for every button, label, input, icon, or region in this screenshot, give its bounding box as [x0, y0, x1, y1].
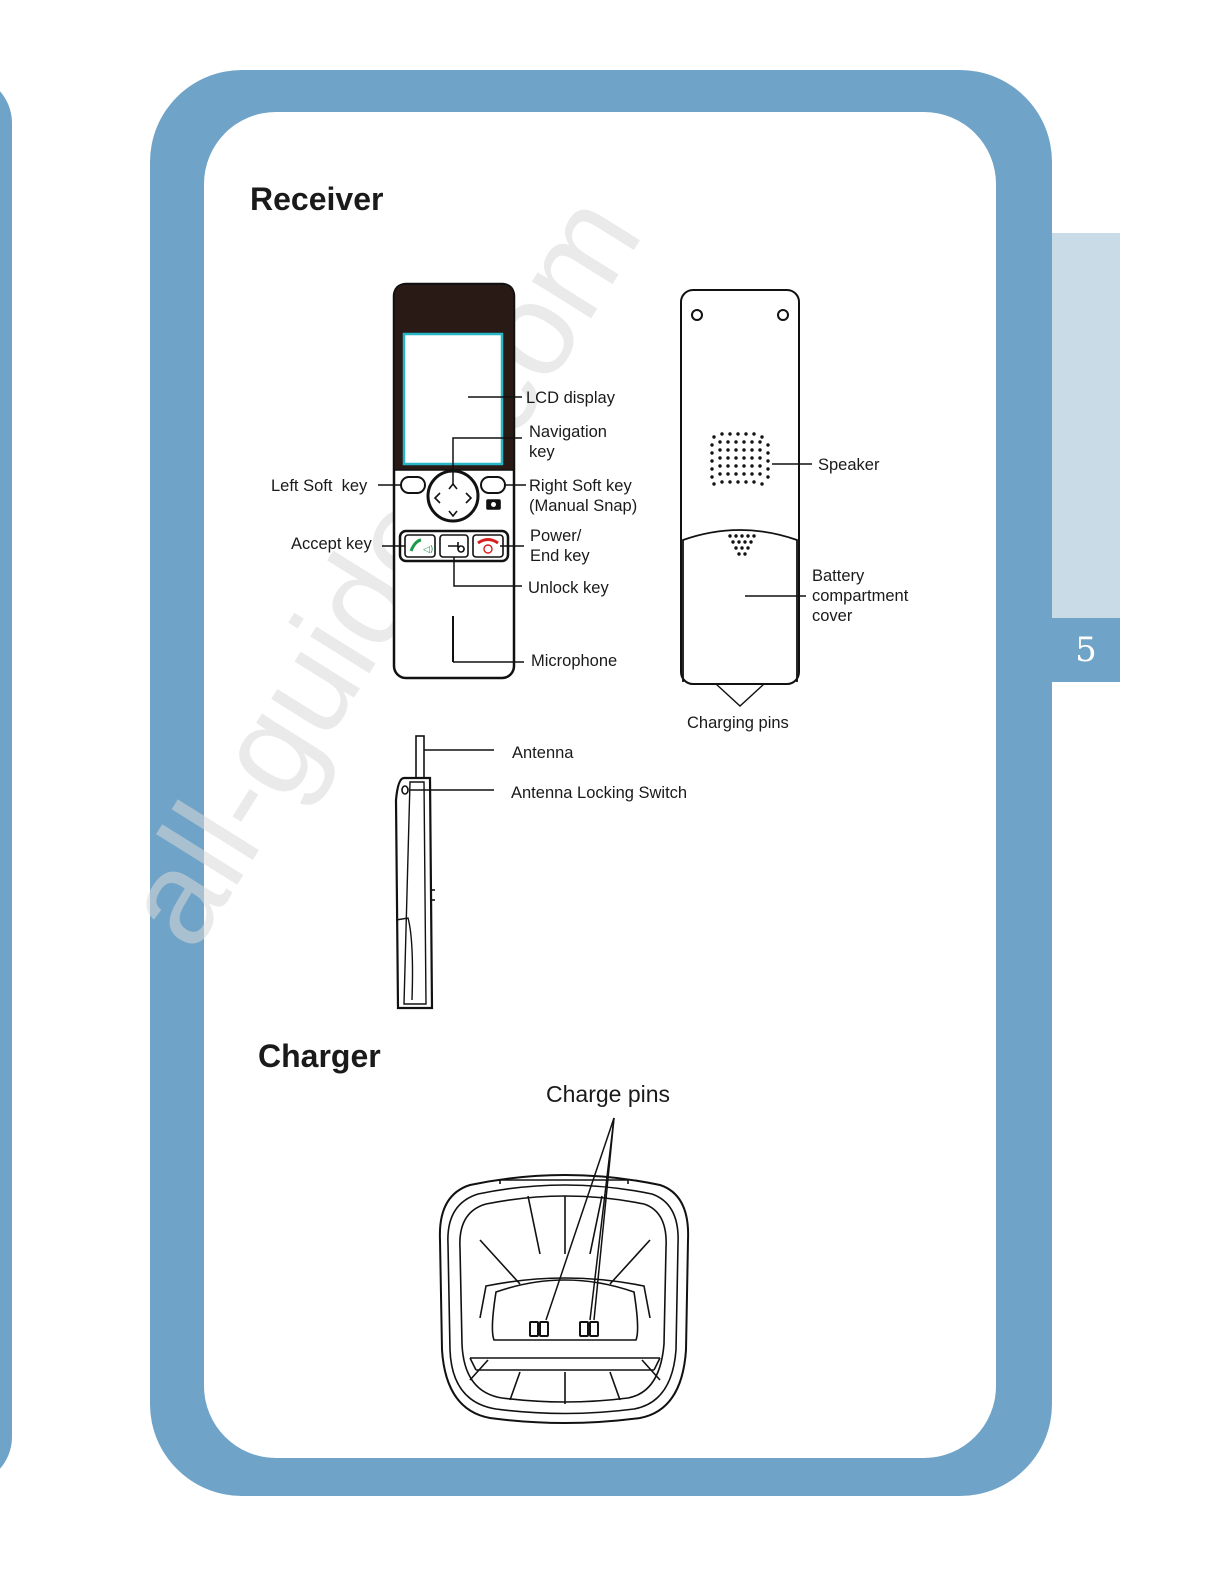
label-right-soft-key: Right Soft key (Manual Snap)	[529, 476, 637, 516]
label-battery-cover: Battery compartment cover	[812, 566, 908, 626]
label-left-soft-key: Left Soft key	[271, 476, 367, 496]
svg-text:◁): ◁)	[423, 545, 433, 555]
receiver-front-illustration: ◁)	[394, 284, 514, 678]
label-navigation-key: Navigation key	[529, 422, 607, 462]
label-charge-pins: Charge pins	[546, 1081, 670, 1108]
receiver-side-illustration	[396, 736, 435, 1008]
label-speaker: Speaker	[818, 455, 879, 475]
label-power-end-key: Power/ End key	[530, 526, 590, 566]
label-antenna-locking-switch: Antenna Locking Switch	[511, 783, 687, 803]
label-unlock-key: Unlock key	[528, 578, 609, 598]
label-accept-key: Accept key	[291, 534, 372, 554]
receiver-back-illustration	[681, 290, 799, 706]
label-charging-pins: Charging pins	[687, 713, 789, 733]
charger-illustration	[440, 1175, 688, 1423]
label-microphone: Microphone	[531, 651, 617, 671]
label-antenna: Antenna	[512, 743, 573, 763]
label-lcd-display: LCD display	[526, 388, 615, 408]
